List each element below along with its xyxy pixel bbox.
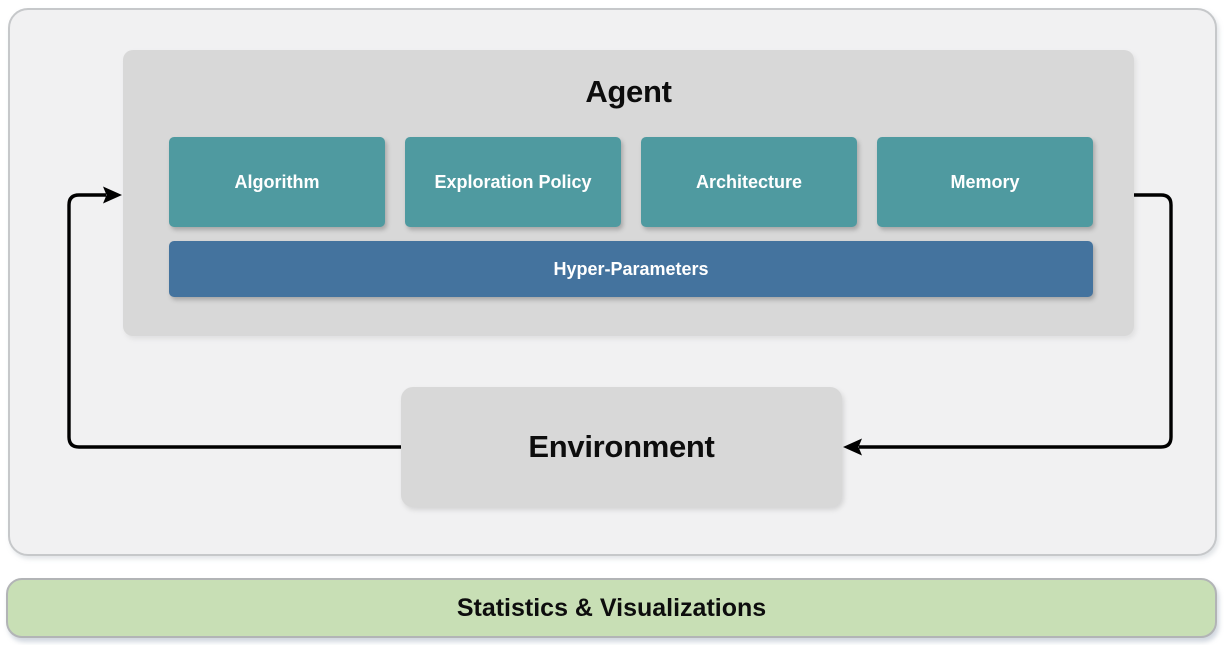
component-box-memory: Memory xyxy=(877,137,1093,227)
component-label: Architecture xyxy=(695,171,803,192)
component-box-algorithm: Algorithm xyxy=(169,137,385,227)
component-label: Memory xyxy=(950,171,1020,192)
component-box-architecture: Architecture xyxy=(641,137,857,227)
hyper-parameters-bar: Hyper-Parameters xyxy=(169,241,1093,297)
environment-box: Environment xyxy=(401,387,842,507)
environment-title: Environment xyxy=(528,429,715,464)
agent-title: Agent xyxy=(585,74,672,109)
statistics-visualizations-label: Statistics & Visualizations xyxy=(456,593,767,622)
component-box-exploration-policy: Exploration Policy xyxy=(405,137,621,227)
hyper-parameters-label: Hyper-Parameters xyxy=(553,258,709,279)
agent-component-row: Algorithm Exploration Policy Architectur… xyxy=(169,137,1093,227)
component-label: Exploration Policy xyxy=(434,171,592,192)
component-label: Algorithm xyxy=(234,171,320,192)
statistics-visualizations-bar: Statistics & Visualizations xyxy=(6,578,1217,638)
